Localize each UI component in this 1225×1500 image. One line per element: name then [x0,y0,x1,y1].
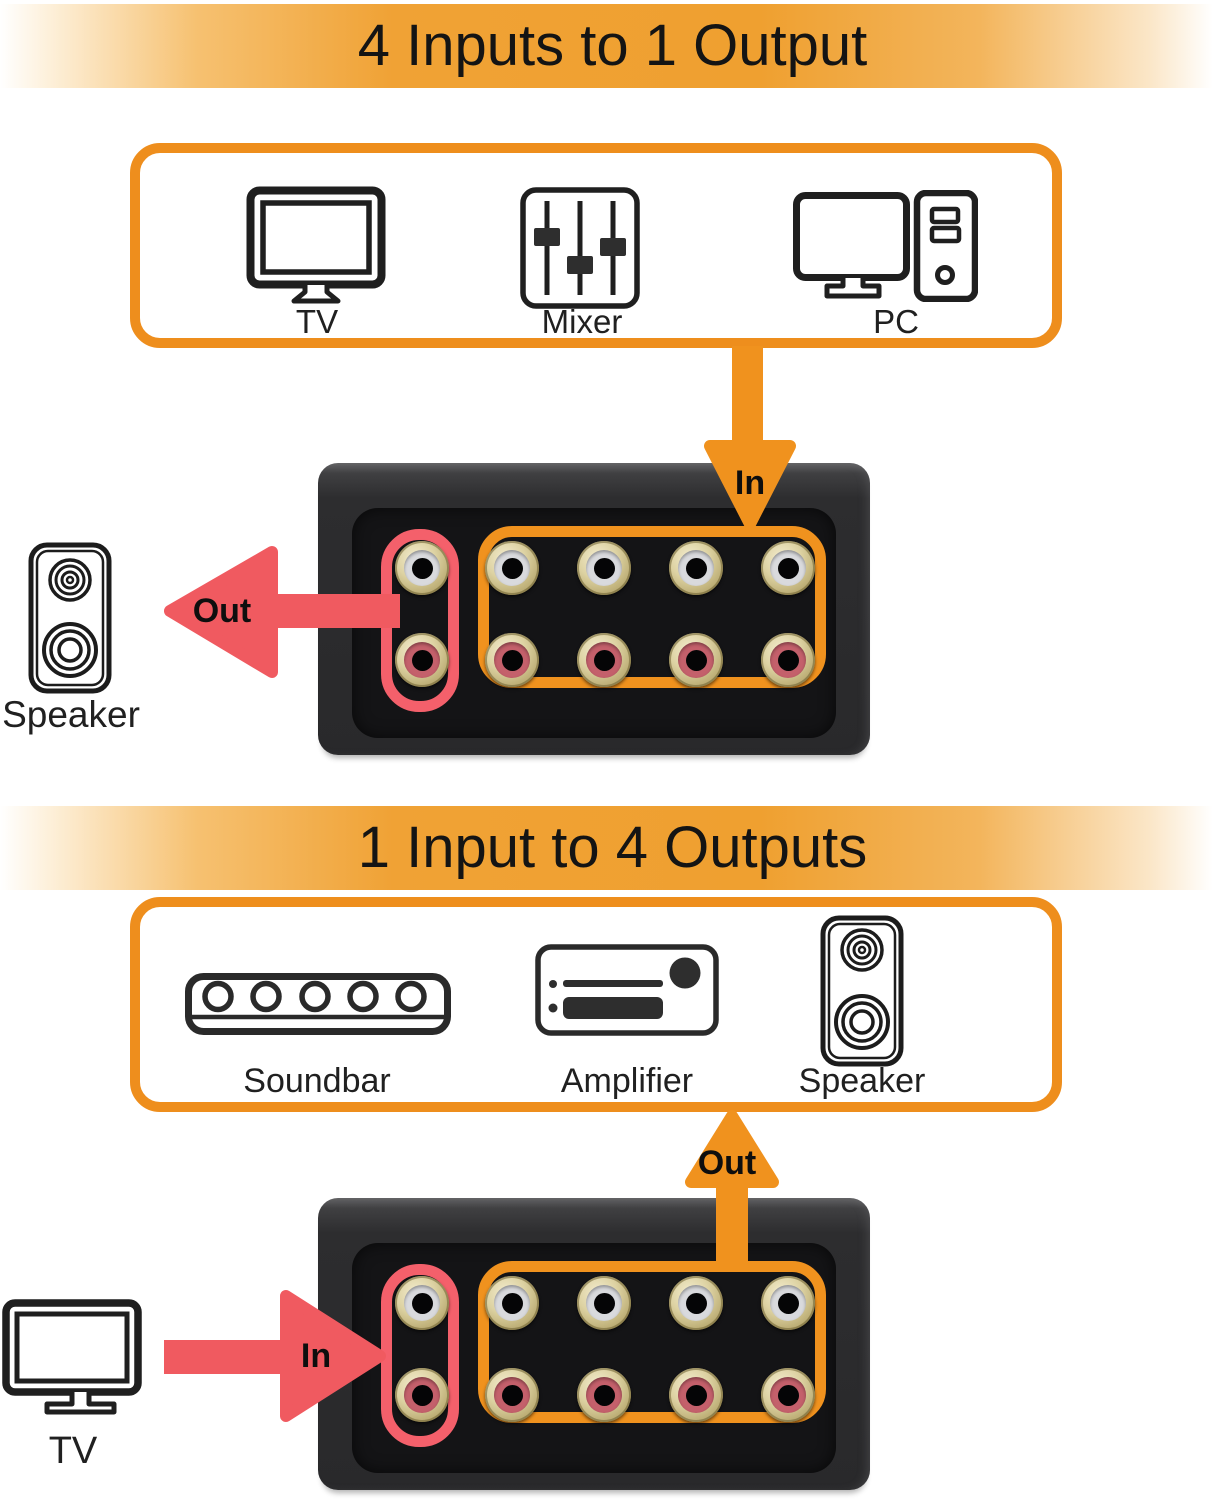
rca-jack-red-in [395,1368,449,1422]
amplifier-icon [535,944,719,1036]
rca-jack-white-in [395,1276,449,1330]
pc-label: PC [873,303,919,340]
rca-jack-white-out2 [577,1276,631,1330]
rca-jack-red-in1 [485,633,539,687]
speaker-label: Speaker [2,694,140,735]
rca-jack-red-in2 [577,633,631,687]
rca-jack-white-out4 [761,1276,815,1330]
rca-jack-red-out2 [577,1368,631,1422]
speaker2-label: Speaker [798,1062,926,1100]
rca-switcher-rear-panel-1 [318,463,870,755]
out-arrow-up-label: Out [697,1144,757,1182]
rca-jack-white-in3 [669,541,723,595]
input-group-outline [478,526,826,688]
speaker2-icon [820,915,904,1067]
rca-switcher-rear-panel-2 [318,1198,870,1490]
section1-title: 4 Inputs to 1 Output [0,4,1225,88]
speaker-icon [28,542,112,694]
rca-jack-white-out3 [669,1276,723,1330]
soundbar-label: Soundbar [243,1062,391,1100]
mixer-label: Mixer [541,303,623,340]
amplifier-label: Amplifier [560,1062,694,1100]
rca-jack-red-out4 [761,1368,815,1422]
out-arrow-up [685,1110,779,1272]
in-arrow-label: In [734,464,766,502]
out-arrow-label: Out [192,592,252,630]
rca-jack-red-out1 [485,1368,539,1422]
rca-jack-white-in4 [761,541,815,595]
pc-icon [793,190,978,302]
tv-label: TV [295,303,339,340]
section1-sources-box: TV Mixer PC [130,143,1062,348]
soundbar-icon [185,973,451,1035]
in-arrow [704,346,796,530]
mixer-icon [520,187,640,309]
rca-jack-red-in3 [669,633,723,687]
rca-jack-red-out3 [669,1368,723,1422]
out-arrow [164,546,400,678]
input-group-outline [381,1264,459,1447]
section2-title: 1 Input to 4 Outputs [0,806,1225,890]
rca-jack-white-out [395,541,449,595]
tv2-icon [2,1299,142,1415]
rca-jack-white-out1 [485,1276,539,1330]
in-arrow-right-label: In [300,1337,332,1375]
section2-destinations-box: Soundbar Amplifier Speaker [130,897,1062,1112]
in-arrow-right [164,1290,386,1422]
rca-jack-red-out [395,633,449,687]
output-group-outline [478,1261,826,1423]
rca-jack-red-in4 [761,633,815,687]
tv-icon [246,186,386,304]
rca-jack-white-in2 [577,541,631,595]
rca-jack-white-in1 [485,541,539,595]
tv2-label: TV [48,1430,98,1472]
